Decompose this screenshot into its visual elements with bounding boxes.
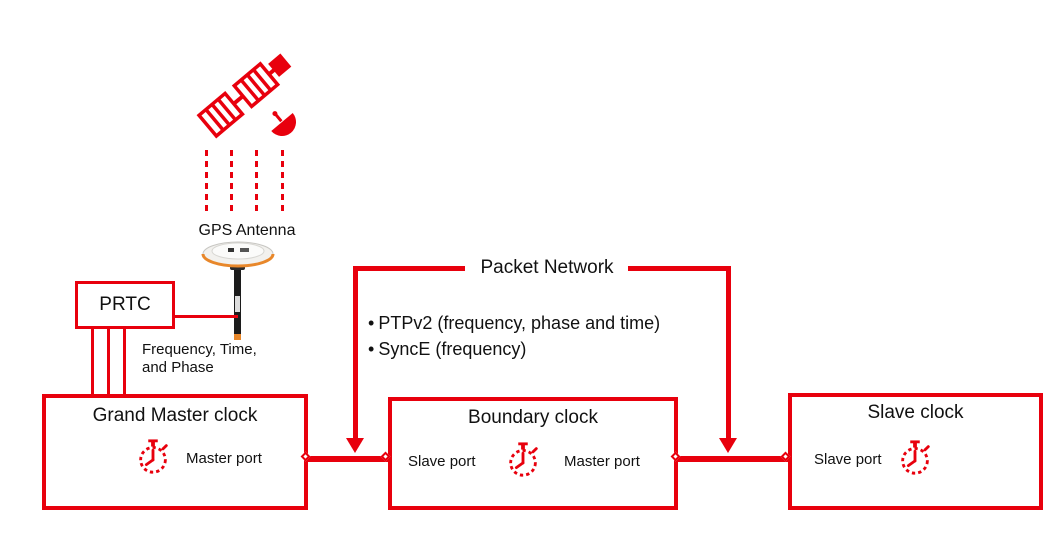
slave-clock-title: Slave clock [867, 402, 964, 423]
gps-signal-dashed-line [230, 150, 233, 214]
protocol-text-ptpv2: PTPv2 (frequency, phase and time) [378, 313, 661, 333]
frequency-label-line2: and Phase [142, 359, 214, 376]
grand-master-clock-title: Grand Master clock [92, 405, 258, 426]
grand-master-clock-box: Grand Master clock Master port [42, 394, 308, 510]
packet-network-line-right [628, 266, 731, 271]
arrow-down-icon [346, 438, 364, 453]
gps-signal-dashed-line [281, 150, 284, 214]
gps-antenna-image [201, 241, 275, 342]
slave-port-label: Slave port [408, 453, 476, 470]
slave-clock-box: Slave clock Slave port [788, 393, 1043, 510]
master-port-label: Master port [186, 450, 262, 467]
prtc-output-line [123, 329, 126, 394]
packet-network-label: Packet Network [480, 257, 614, 278]
packet-network-line-left [353, 266, 465, 271]
packet-network-drop-right [726, 266, 731, 440]
protocol-item: •SyncE (frequency) [368, 336, 660, 362]
frequency-time-phase-label: Frequency, Time, and Phase [140, 340, 259, 378]
link-gm-boundary [308, 456, 388, 462]
arrow-down-icon [719, 438, 737, 453]
bullet-icon: • [368, 313, 375, 333]
gps-antenna-label: GPS Antenna [198, 222, 296, 239]
bullet-icon: • [368, 339, 375, 359]
boundary-clock-title: Boundary clock [468, 407, 598, 428]
clock-icon [901, 440, 930, 475]
clock-icon [139, 439, 168, 474]
prtc-antenna-link-line [175, 315, 238, 318]
protocol-item: •PTPv2 (frequency, phase and time) [368, 310, 660, 336]
prtc-label: PRTC [99, 294, 151, 315]
gps-signal-dashed-line [255, 150, 258, 214]
protocol-text-synce: SyncE (frequency) [378, 339, 527, 359]
prtc-output-line [91, 329, 94, 394]
boundary-clock-box: Boundary clock Slave port Master port [388, 397, 678, 510]
prtc-box: PRTC [75, 281, 175, 329]
slave-port-label: Slave port [814, 451, 882, 468]
frequency-label-line1: Frequency, Time, [142, 341, 257, 358]
master-port-label: Master port [564, 453, 640, 470]
protocol-list: •PTPv2 (frequency, phase and time) •Sync… [368, 310, 660, 362]
packet-network-drop-left [353, 266, 358, 440]
link-boundary-slave [678, 456, 788, 462]
prtc-output-line [107, 329, 110, 394]
gps-signal-dashed-line [205, 150, 208, 214]
clock-icon [509, 442, 538, 477]
satellite-icon [196, 53, 296, 139]
